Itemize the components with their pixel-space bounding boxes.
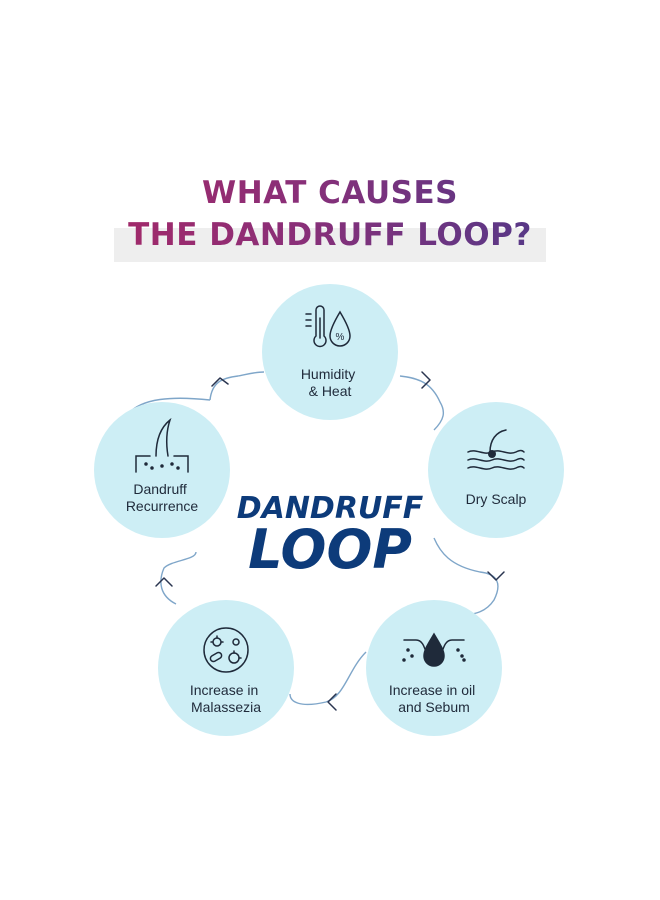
center-line-1: DANDRUFF	[237, 491, 424, 526]
center-loop-text: DANDRUFF LOOP	[237, 491, 424, 581]
loop-connector	[116, 371, 499, 706]
node-humidity: % Humidity & Heat	[262, 284, 398, 420]
node-label: Increase in Malassezia	[190, 682, 262, 715]
node-label: Humidity & Heat	[301, 366, 359, 399]
node-circle	[158, 600, 294, 736]
node-recurrence: Dandruff Recurrence	[94, 402, 230, 538]
node-label-line: and Sebum	[398, 699, 470, 715]
center-line-2: LOOP	[248, 518, 412, 581]
svg-text:%: %	[336, 332, 345, 343]
node-malassezia: Increase in Malassezia	[158, 600, 294, 736]
node-circle	[366, 600, 502, 736]
arrow-heads	[155, 371, 505, 711]
arrow-icon-4	[327, 693, 337, 711]
node-dry-scalp: Dry Scalp	[428, 402, 564, 538]
node-label-line: Increase in	[190, 682, 258, 698]
hair-strand-icon	[135, 417, 189, 473]
node-label: Dandruff Recurrence	[126, 481, 199, 514]
node-oil: Increase in oil and Sebum	[366, 600, 502, 736]
node-label: Dry Scalp	[466, 491, 527, 507]
microbes-icon	[203, 627, 249, 673]
node-circle	[94, 402, 230, 538]
arrow-icon-2	[421, 371, 431, 389]
node-label-line: Recurrence	[126, 498, 199, 514]
node-label-line: & Heat	[309, 383, 352, 399]
page-title: WHAT CAUSES THE DANDRUFF LOOP?	[0, 172, 660, 256]
oil-drop-skin-icon	[402, 632, 466, 667]
node-label-line: Malassezia	[191, 699, 261, 715]
node-label-line: Dandruff	[133, 481, 187, 497]
node-circle	[428, 402, 564, 538]
arrow-icon-1	[211, 377, 229, 387]
thermometer-drop-icon: %	[305, 305, 351, 348]
title-line-1: WHAT CAUSES	[0, 172, 660, 214]
arrow-icon-5	[155, 577, 173, 587]
node-label: Increase in oil and Sebum	[389, 682, 479, 715]
node-circle	[262, 284, 398, 420]
node-label-line: Dry Scalp	[466, 491, 527, 507]
node-label-line: Humidity	[301, 366, 355, 382]
hair-follicle-icon	[467, 429, 525, 470]
node-label-line: Increase in oil	[389, 682, 475, 698]
arrow-icon-3	[487, 571, 505, 581]
title-line-2: THE DANDRUFF LOOP?	[0, 214, 660, 256]
title-highlight-bar	[114, 228, 546, 262]
